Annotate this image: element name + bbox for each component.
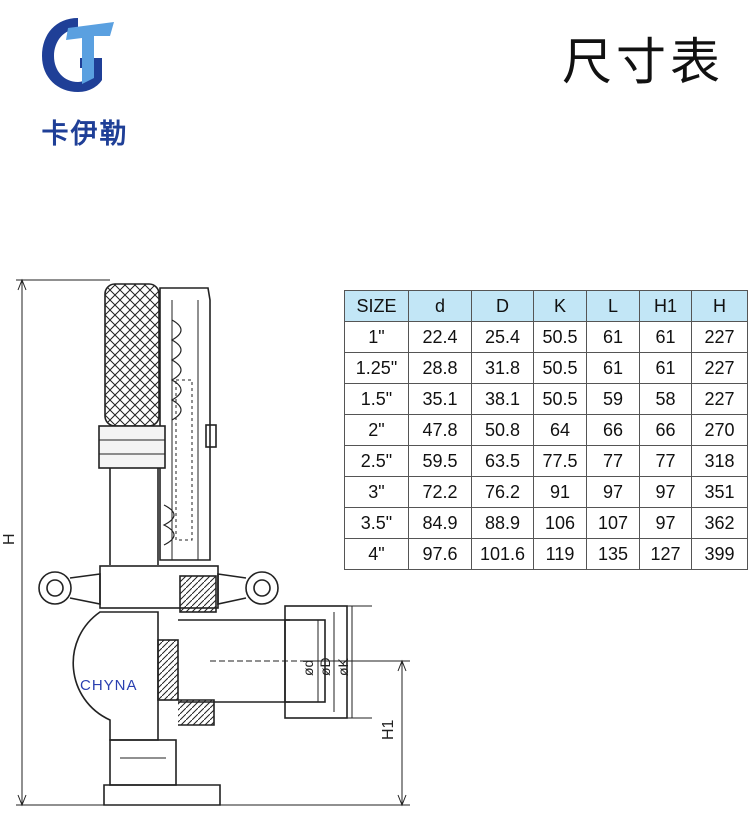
table-cell: 66 bbox=[639, 414, 692, 446]
col-header: K bbox=[533, 290, 587, 322]
table-cell: 119 bbox=[533, 538, 587, 570]
dim-label-h: H bbox=[1, 533, 18, 545]
table-cell: 28.8 bbox=[408, 352, 472, 384]
table-cell: 61 bbox=[639, 321, 692, 353]
table-cell: 76.2 bbox=[471, 476, 534, 508]
table-cell: 63.5 bbox=[471, 445, 534, 477]
col-header: H bbox=[691, 290, 748, 322]
table-cell: 38.1 bbox=[471, 383, 534, 415]
gt-logo-icon bbox=[42, 18, 114, 92]
table-cell: 3" bbox=[344, 476, 409, 508]
table-cell: 227 bbox=[691, 321, 748, 353]
table-cell: 64 bbox=[533, 414, 587, 446]
table-cell: 399 bbox=[691, 538, 748, 570]
table-cell: 59 bbox=[586, 383, 640, 415]
table-cell: 97 bbox=[586, 476, 640, 508]
table-cell: 50.8 bbox=[471, 414, 534, 446]
table-header-row: SIZE d D K L H1 H bbox=[344, 290, 748, 322]
table-cell: 1" bbox=[344, 321, 409, 353]
table-cell: 362 bbox=[691, 507, 748, 539]
table-cell: 2.5" bbox=[344, 445, 409, 477]
table-cell: 97.6 bbox=[408, 538, 472, 570]
table-cell: 47.8 bbox=[408, 414, 472, 446]
table-cell: 1.5" bbox=[344, 383, 409, 415]
brand-logo bbox=[30, 14, 130, 144]
table-cell: 318 bbox=[691, 445, 748, 477]
table-cell: 135 bbox=[586, 538, 640, 570]
table-cell: 2" bbox=[344, 414, 409, 446]
table-cell: 97 bbox=[639, 507, 692, 539]
table-cell: 227 bbox=[691, 352, 748, 384]
table-cell: 107 bbox=[586, 507, 640, 539]
watermark: CHYNA bbox=[80, 677, 138, 694]
table-cell: 270 bbox=[691, 414, 748, 446]
table-cell: 66 bbox=[586, 414, 640, 446]
table-cell: 4" bbox=[344, 538, 409, 570]
table-cell: 77.5 bbox=[533, 445, 587, 477]
table-cell: 58 bbox=[639, 383, 692, 415]
dim-label-D: øD bbox=[317, 657, 333, 676]
dim-label-d: ød bbox=[300, 660, 316, 676]
col-header: d bbox=[408, 290, 472, 322]
table-cell: 61 bbox=[639, 352, 692, 384]
table-cell: 50.5 bbox=[533, 383, 587, 415]
table-cell: 88.9 bbox=[471, 507, 534, 539]
table-cell: 351 bbox=[691, 476, 748, 508]
table-cell: 22.4 bbox=[408, 321, 472, 353]
table-cell: 97 bbox=[639, 476, 692, 508]
table-cell: 77 bbox=[639, 445, 692, 477]
table-cell: 227 bbox=[691, 383, 748, 415]
table-cell: 31.8 bbox=[471, 352, 534, 384]
table-cell: 61 bbox=[586, 321, 640, 353]
table-cell: 50.5 bbox=[533, 321, 587, 353]
brand-name: 卡伊勒 bbox=[41, 119, 129, 150]
col-header: L bbox=[586, 290, 640, 322]
table-cell: 106 bbox=[533, 507, 587, 539]
dim-label-K: øK bbox=[335, 657, 351, 676]
table-cell: 84.9 bbox=[408, 507, 472, 539]
table-cell: 127 bbox=[639, 538, 692, 570]
table-cell: 77 bbox=[586, 445, 640, 477]
col-header: SIZE bbox=[344, 290, 409, 322]
dim-label-h1: H1 bbox=[380, 719, 397, 740]
valve-drawing: H H1 ød øD øK bbox=[1, 278, 410, 807]
table-cell: 72.2 bbox=[408, 476, 472, 508]
table-cell: 61 bbox=[586, 352, 640, 384]
page-title: 尺寸表 bbox=[562, 33, 724, 91]
table-cell: 59.5 bbox=[408, 445, 472, 477]
table-cell: 1.25" bbox=[344, 352, 409, 384]
table-cell: 91 bbox=[533, 476, 587, 508]
col-header: D bbox=[471, 290, 534, 322]
col-header: H1 bbox=[639, 290, 692, 322]
table-cell: 50.5 bbox=[533, 352, 587, 384]
table-cell: 101.6 bbox=[471, 538, 534, 570]
table-cell: 25.4 bbox=[471, 321, 534, 353]
table-cell: 35.1 bbox=[408, 383, 472, 415]
table-cell: 3.5" bbox=[344, 507, 409, 539]
